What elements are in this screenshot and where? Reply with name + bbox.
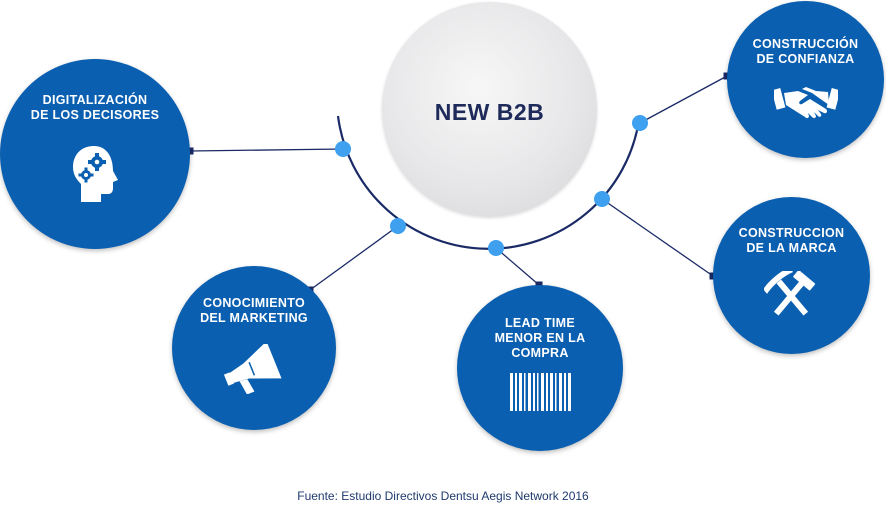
center-node: NEW B2B <box>382 2 597 217</box>
connector-lead-time <box>495 247 540 286</box>
node-construccion-marca: CONSTRUCCION DE LA MARCA <box>713 197 870 354</box>
arc-dot-lead-time <box>488 240 504 256</box>
node-label-construccion-confianza: CONSTRUCCIÓN DE CONFIANZA <box>727 37 884 67</box>
node-construccion-confianza: CONSTRUCCIÓN DE CONFIANZA <box>727 1 884 158</box>
source-footnote: Fuente: Estudio Directivos Dentsu Aegis … <box>297 489 589 503</box>
node-label-line: DE CONFIANZA <box>756 52 855 66</box>
node-label-line: COMPRA <box>511 346 569 360</box>
node-label-line: DE LA MARCA <box>746 241 837 255</box>
connector-digitalizacion <box>189 148 344 152</box>
connector-end-digitalizacion <box>186 147 194 155</box>
arc-dot-conocimiento <box>390 218 406 234</box>
node-label-lead-time: LEAD TIME MENOR EN LA COMPRA <box>457 316 623 361</box>
node-label-line: DEL MARKETING <box>200 311 308 325</box>
megaphone-icon <box>223 344 282 394</box>
arc-dot-construccion-confianza <box>632 115 648 131</box>
head-gears-icon <box>73 146 118 202</box>
node-label-line: DE LOS DECISORES <box>30 108 160 122</box>
handshake-icon <box>774 87 838 119</box>
arc-dot-construccion-marca <box>594 191 610 207</box>
barcode-icon <box>510 373 571 411</box>
arc-dot-digitalizacion <box>335 141 351 157</box>
node-label-line: CONSTRUCCIÓN <box>752 37 859 51</box>
node-label-line: DIGITALIZACIÓN <box>42 93 148 107</box>
center-arc <box>336 115 641 250</box>
node-label-line: CONSTRUCCION <box>738 226 845 240</box>
node-label-conocimiento: CONOCIMIENTO DEL MARKETING <box>172 296 336 326</box>
connector-construccion-marca <box>601 198 714 277</box>
center-title: NEW B2B <box>434 99 545 125</box>
hammer-pick-icon <box>764 271 816 316</box>
node-label-line: MENOR EN LA <box>494 331 586 345</box>
node-digitalizacion: DIGITALIZACIÓN DE LOS DECISORES <box>0 59 190 249</box>
node-label-construccion-marca: CONSTRUCCION DE LA MARCA <box>713 226 870 256</box>
node-label-line: CONOCIMIENTO <box>203 296 305 310</box>
node-label-line: LEAD TIME <box>504 316 576 330</box>
connector-conocimiento <box>309 225 399 291</box>
connector-construccion-confianza <box>639 75 728 124</box>
node-conocimiento: CONOCIMIENTO DEL MARKETING <box>172 266 336 430</box>
node-label-digitalizacion: DIGITALIZACIÓN DE LOS DECISORES <box>0 93 190 123</box>
node-lead-time: LEAD TIME MENOR EN LA COMPRA <box>457 285 623 451</box>
